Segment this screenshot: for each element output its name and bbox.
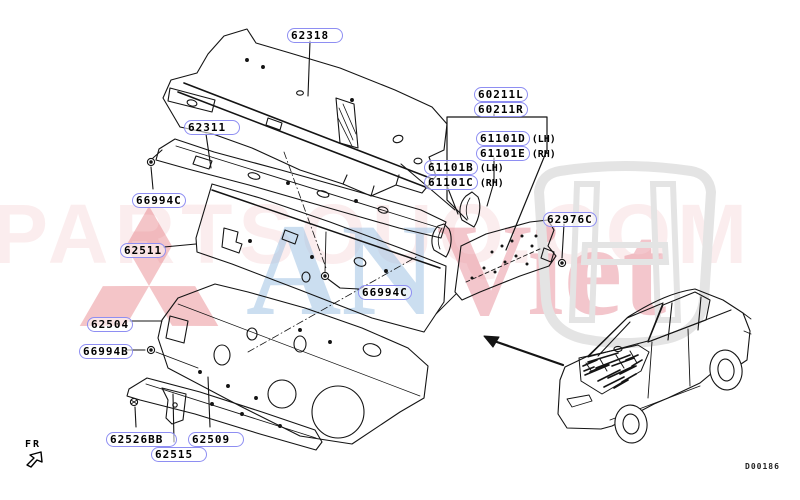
- label-suffix: (LH): [479, 163, 504, 174]
- part-label-61101D[interactable]: 61101D(LH): [476, 127, 556, 146]
- part-62511-drawing: [195, 183, 447, 333]
- part-label-62526BB[interactable]: 62526BB: [106, 428, 178, 447]
- fr-direction-marker: FR: [25, 439, 49, 474]
- bolt-icon: [320, 271, 330, 281]
- car-cowl-detail: [578, 344, 650, 395]
- part-label-66994C-2[interactable]: 66994C: [358, 281, 412, 300]
- part-label-61101B[interactable]: 61101B(LH): [424, 156, 504, 175]
- part-62311-drawing: [155, 138, 447, 239]
- label-suffix: (RH): [479, 178, 504, 189]
- part-label-62509[interactable]: 62509: [188, 428, 245, 447]
- part-label-62504[interactable]: 62504: [87, 313, 134, 332]
- bolt-icons: [129, 157, 567, 407]
- label-suffix: (LH): [531, 134, 556, 145]
- label-suffix: (RH): [531, 149, 556, 160]
- part-label-61101C[interactable]: 61101C(RH): [424, 171, 504, 190]
- part-label-60211L[interactable]: 60211L: [474, 83, 528, 102]
- panel-62976-drawing: [435, 219, 557, 315]
- drawing-number: D00186: [745, 462, 780, 471]
- pointer-arrow: [483, 335, 565, 367]
- part-label-62515[interactable]: 62515: [151, 443, 208, 462]
- bolt-icon: [129, 397, 139, 407]
- part-label-66994C[interactable]: 66994C: [132, 189, 186, 208]
- part-62504-drawing: [157, 283, 429, 445]
- part-label-62511[interactable]: 62511: [120, 239, 167, 258]
- bolt-icon: [557, 258, 567, 268]
- part-62318-drawing: [162, 28, 448, 197]
- bolt-icon: [146, 157, 156, 167]
- part-label-60211R[interactable]: 60211R: [474, 98, 528, 117]
- part-label-62318[interactable]: 62318: [287, 24, 344, 43]
- part-label-61101E[interactable]: 61101E(RH): [476, 142, 556, 161]
- part-label-62311[interactable]: 62311: [184, 116, 241, 135]
- leader-lines: [126, 40, 565, 443]
- part-label-66994B[interactable]: 66994B: [79, 340, 133, 359]
- fr-label: FR: [25, 439, 42, 450]
- part-62509-drawing: [126, 377, 323, 451]
- part-label-62976C[interactable]: 62976C: [543, 208, 597, 227]
- car-sketch: [557, 288, 752, 444]
- fr-arrow-icon: [26, 451, 43, 468]
- bolt-icon: [146, 345, 156, 355]
